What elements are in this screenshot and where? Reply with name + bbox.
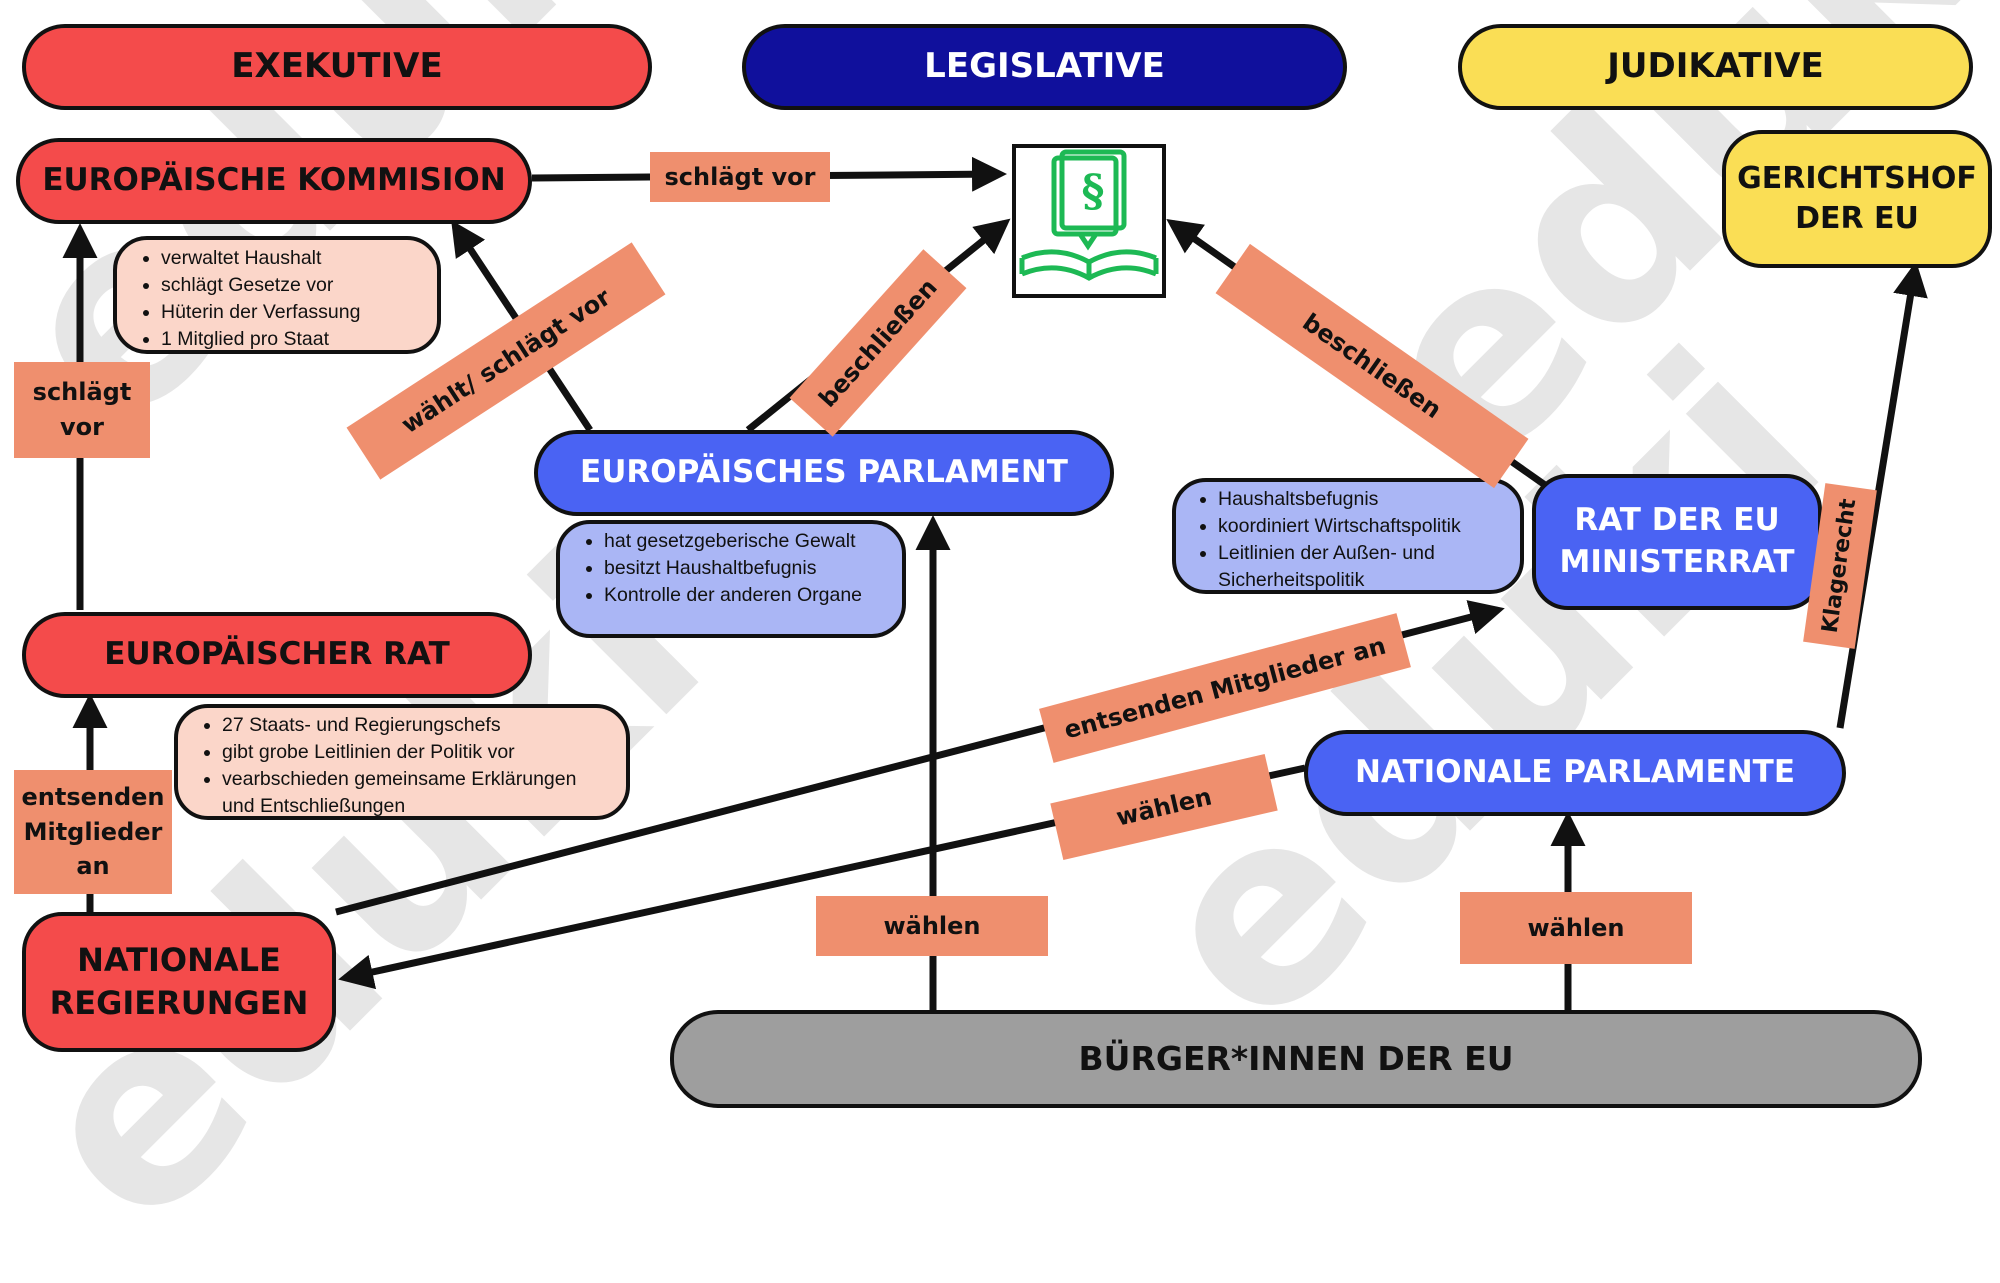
label-entsenden-left: entsenden Mitglieder an [14, 770, 172, 894]
branch-judikative-label: JUDIKATIVE [1607, 46, 1824, 87]
node-nationale-regierungen: NATIONALE REGIERUNGEN [22, 912, 336, 1052]
note-item: koordiniert Wirtschaftspolitik [1218, 513, 1510, 540]
node-gerichtshof-label: GERICHTSHOF [1737, 160, 1977, 196]
branch-legislative: LEGISLATIVE [742, 24, 1347, 110]
arrow-klagerecht-to-gerichtshof [1836, 261, 1928, 729]
svg-text:§: § [1081, 166, 1104, 217]
node-europaeisches-parlament-label: EUROPÄISCHES PARLAMENT [580, 454, 1068, 491]
note-item: besitzt Haushaltbefugnis [604, 555, 890, 582]
node-gerichtshof-label-2: DER EU [1795, 201, 1919, 236]
branch-judikative: JUDIKATIVE [1458, 24, 1973, 110]
note-item: 27 Staats- und Regierungschefs [222, 712, 614, 739]
node-europaeische-kommission: EUROPÄISCHE KOMMISION [16, 138, 532, 224]
node-buergerinnen-label: BÜRGER*INNEN DER EU [1078, 1038, 1514, 1078]
label-schlaegt-vor-top: schlägt vor [650, 152, 830, 202]
node-nationale-parlamente-label: NATIONALE PARLAMENTE [1355, 754, 1795, 791]
diagram-canvas: eduki eduki eduki eduki EXEKUTIVE LEGISL… [0, 0, 2000, 1125]
note-item: Hüterin der Verfassung [161, 299, 423, 326]
node-rat-der-eu: RAT DER EU MINISTERRAT [1532, 474, 1822, 610]
note-item: Haushaltsbefugnis [1218, 486, 1510, 513]
node-buergerinnen: BÜRGER*INNEN DER EU [670, 1010, 1922, 1108]
node-europaeischer-rat: EUROPÄISCHER RAT [22, 612, 532, 698]
note-item: Kontrolle der anderen Organe [604, 582, 890, 609]
branch-exekutive-label: EXEKUTIVE [231, 46, 443, 87]
label-waehlen-center: wählen [816, 896, 1048, 956]
note-item: vearbschieden gemeinsame Erklärungen und… [222, 766, 614, 820]
node-nationale-parlamente: NATIONALE PARLAMENTE [1304, 730, 1846, 816]
node-europaeischer-rat-label: EUROPÄISCHER RAT [104, 636, 450, 673]
node-ministerrat-label: MINISTERRAT [1559, 544, 1795, 580]
label-schlaegt-vor-left-line2: vor [60, 413, 104, 441]
notes-europaeischer-rat: 27 Staats- und Regierungschefs gibt grob… [174, 704, 630, 820]
label-schlaegt-vor-left: schlägt vor [14, 362, 150, 458]
node-europaeische-kommission-label: EUROPÄISCHE KOMMISION [42, 162, 506, 199]
notes-kommission: verwaltet Haushalt schlägt Gesetze vor H… [113, 236, 441, 354]
notes-rat-der-eu: Haushaltsbefugnis koordiniert Wirtschaft… [1172, 478, 1524, 594]
note-item: verwaltet Haushalt [161, 245, 423, 272]
label-entsenden-left-line3: an [76, 852, 110, 881]
label-entsenden-left-line1: entsenden [21, 782, 165, 811]
branch-legislative-label: LEGISLATIVE [924, 46, 1165, 87]
note-item: Leitlinien der Außen- und Sicherheitspol… [1218, 540, 1510, 594]
note-item: schlägt Gesetze vor [161, 272, 423, 299]
node-europaeisches-parlament: EUROPÄISCHES PARLAMENT [534, 430, 1114, 516]
node-nationale-regierungen-label-2: REGIERUNGEN [49, 984, 309, 1022]
label-entsenden-left-line2: Mitglieder [23, 817, 163, 846]
branch-exekutive: EXEKUTIVE [22, 24, 652, 110]
note-item: gibt grobe Leitlinien der Politik vor [222, 739, 614, 766]
note-item: 1 Mitglied pro Staat [161, 326, 423, 353]
node-nationale-regierungen-label: NATIONALE [77, 940, 281, 979]
notes-parlament: hat gesetzgeberische Gewalt besitzt Haus… [556, 520, 906, 638]
node-gerichtshof: GERICHTSHOF DER EU [1722, 130, 1992, 268]
label-schlaegt-vor-left-line1: schlägt [32, 378, 132, 407]
label-waehlen-right: wählen [1460, 892, 1692, 964]
note-item: hat gesetzgeberische Gewalt [604, 528, 890, 555]
law-book-paragraph-icon: § [1012, 144, 1166, 298]
node-rat-der-eu-label: RAT DER EU [1574, 502, 1780, 539]
